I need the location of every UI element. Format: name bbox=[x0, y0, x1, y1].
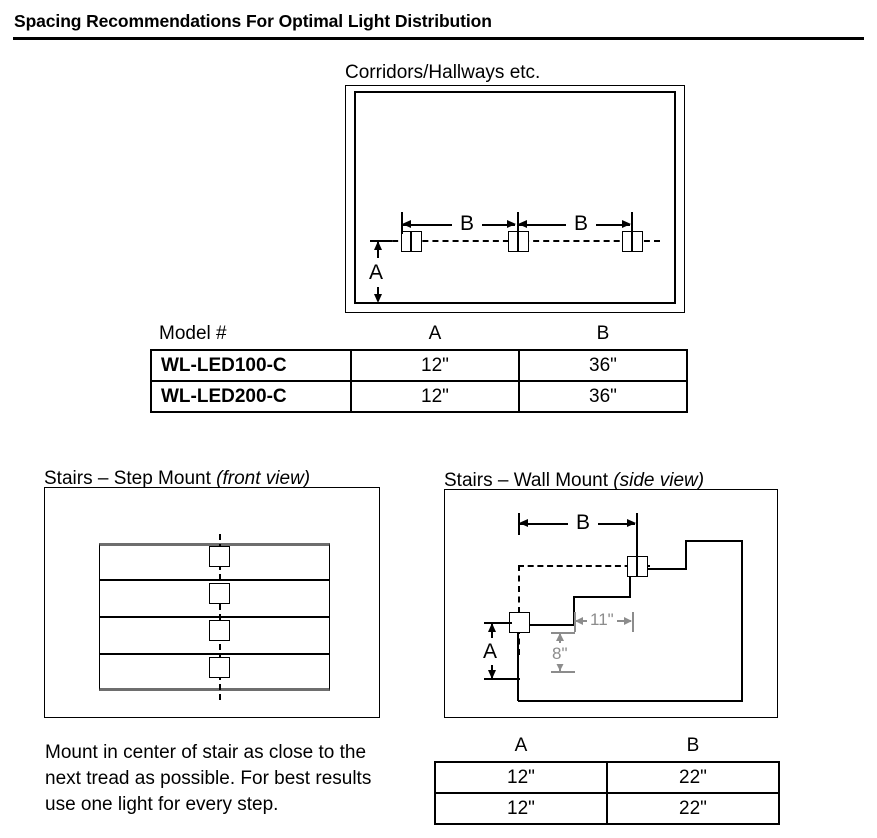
wall-mount-frame bbox=[444, 489, 778, 718]
column-header-b: B bbox=[596, 323, 610, 344]
corridor-dim-label-b2: B bbox=[566, 213, 597, 234]
table-row: 12" 22" bbox=[434, 761, 780, 794]
wall-mount-ext-line-a-top bbox=[484, 622, 512, 624]
wall-mount-ext-line-a-bottom bbox=[484, 678, 520, 680]
cell-a: 12" bbox=[434, 761, 608, 794]
corridor-fixture bbox=[508, 231, 529, 252]
step-mount-caption: Stairs – Step Mount (front view) bbox=[44, 468, 310, 490]
cell-b: 22" bbox=[606, 792, 780, 825]
wall-mount-caption: Stairs – Wall Mount (side view) bbox=[444, 470, 704, 492]
cell-a: 12" bbox=[350, 349, 520, 382]
wall-mount-upper-reference-line bbox=[518, 565, 650, 567]
arrow-right-icon bbox=[507, 220, 516, 228]
cell-a: 12" bbox=[434, 792, 608, 825]
cell-b: 22" bbox=[606, 761, 780, 794]
corridor-ext-line-a-top bbox=[370, 240, 392, 242]
arrow-down-icon bbox=[488, 670, 496, 679]
wall-mount-caption-view: (side view) bbox=[613, 470, 705, 491]
corridor-fixture-stem bbox=[631, 231, 633, 252]
step-mount-note: Mount in center of stair as close to the… bbox=[45, 742, 372, 815]
table-header-row: Model # A B bbox=[151, 323, 687, 350]
corridor-dim-label-b1: B bbox=[452, 213, 483, 234]
column-header-b: B bbox=[686, 735, 700, 756]
arrow-right-icon bbox=[627, 519, 636, 527]
step-mount-fixture bbox=[209, 583, 230, 604]
corridor-fixture bbox=[401, 231, 422, 252]
wall-mount-dim-label-a: A bbox=[483, 638, 498, 665]
table-row: WL-LED100-C 12" 36" bbox=[150, 349, 688, 382]
tread-depth-label: 11" bbox=[587, 611, 617, 628]
corridor-dim-label-a: A bbox=[369, 258, 384, 287]
corridor-fixture bbox=[622, 231, 643, 252]
table-row: 12" 22" bbox=[434, 792, 780, 825]
arrow-left-icon bbox=[519, 519, 528, 527]
cell-a: 12" bbox=[350, 380, 520, 413]
cell-model: WL-LED200-C bbox=[150, 380, 352, 413]
arrow-down-icon bbox=[374, 294, 382, 303]
cell-b: 36" bbox=[518, 380, 688, 413]
wall-mount-ext-line-b-right bbox=[636, 513, 638, 558]
arrow-r-g arrow-right-icon bbox=[624, 617, 632, 625]
table-row: WL-LED200-C 12" 36" bbox=[150, 380, 688, 413]
step-mount-caption-main: Stairs – Step Mount bbox=[44, 468, 211, 489]
corridor-ext-line bbox=[401, 212, 403, 234]
wall-mount-ext-line-b-left bbox=[518, 513, 520, 535]
column-header-a: A bbox=[514, 735, 528, 756]
corridor-spec-table: Model # A B WL-LED100-C 12" 36" WL-LED20… bbox=[150, 323, 688, 413]
wall-mount-fixture-upper bbox=[627, 556, 648, 577]
riser-ext-line-bottom bbox=[551, 671, 575, 673]
corridor-fixture-stem bbox=[517, 231, 519, 252]
arrow-down-icon bbox=[556, 663, 564, 671]
corridor-ext-line bbox=[631, 212, 633, 234]
riser-ext-line-top bbox=[551, 632, 575, 634]
wall-mount-fixture-lower bbox=[509, 612, 530, 633]
tread-ext-line-right bbox=[632, 612, 634, 632]
corridor-wall-outline bbox=[354, 91, 676, 304]
title-divider bbox=[13, 37, 864, 40]
wall-mount-spec-table: A B 12" 22" 12" 22" bbox=[434, 735, 780, 825]
page-title: Spacing Recommendations For Optimal Ligh… bbox=[14, 11, 492, 31]
arrow-left-icon bbox=[402, 220, 411, 228]
step-mount-centerline bbox=[219, 534, 221, 700]
cell-b: 36" bbox=[518, 349, 688, 382]
corridor-caption: Corridors/Hallways etc. bbox=[345, 62, 541, 83]
arrow-up-icon bbox=[488, 623, 496, 632]
wall-mount-dim-label-b: B bbox=[568, 512, 599, 533]
arrow-left-icon bbox=[575, 617, 583, 625]
step-mount-fixture bbox=[209, 657, 230, 678]
step-mount-caption-view: (front view) bbox=[216, 468, 311, 489]
corridor-fixture-stem bbox=[410, 231, 412, 252]
step-mount-fixture bbox=[209, 620, 230, 641]
table-header-row: A B bbox=[435, 735, 779, 762]
cell-model: WL-LED100-C bbox=[150, 349, 352, 382]
wall-mount-caption-main: Stairs – Wall Mount bbox=[444, 470, 609, 491]
corridor-ext-line bbox=[517, 212, 519, 234]
arrow-left-icon bbox=[518, 220, 527, 228]
tread-ext-line-left bbox=[574, 612, 576, 632]
arrow-right-icon bbox=[622, 220, 631, 228]
arrow-up-icon bbox=[374, 241, 382, 250]
arrow-up-icon bbox=[556, 633, 564, 641]
wall-mount-vertical-reference-line bbox=[518, 565, 520, 655]
column-header-a: A bbox=[428, 323, 442, 344]
step-mount-fixture bbox=[209, 546, 230, 567]
wall-mount-fixture-upper-stem bbox=[636, 556, 638, 577]
column-header-model: Model # bbox=[159, 323, 227, 344]
riser-height-label: 8" bbox=[551, 643, 569, 664]
